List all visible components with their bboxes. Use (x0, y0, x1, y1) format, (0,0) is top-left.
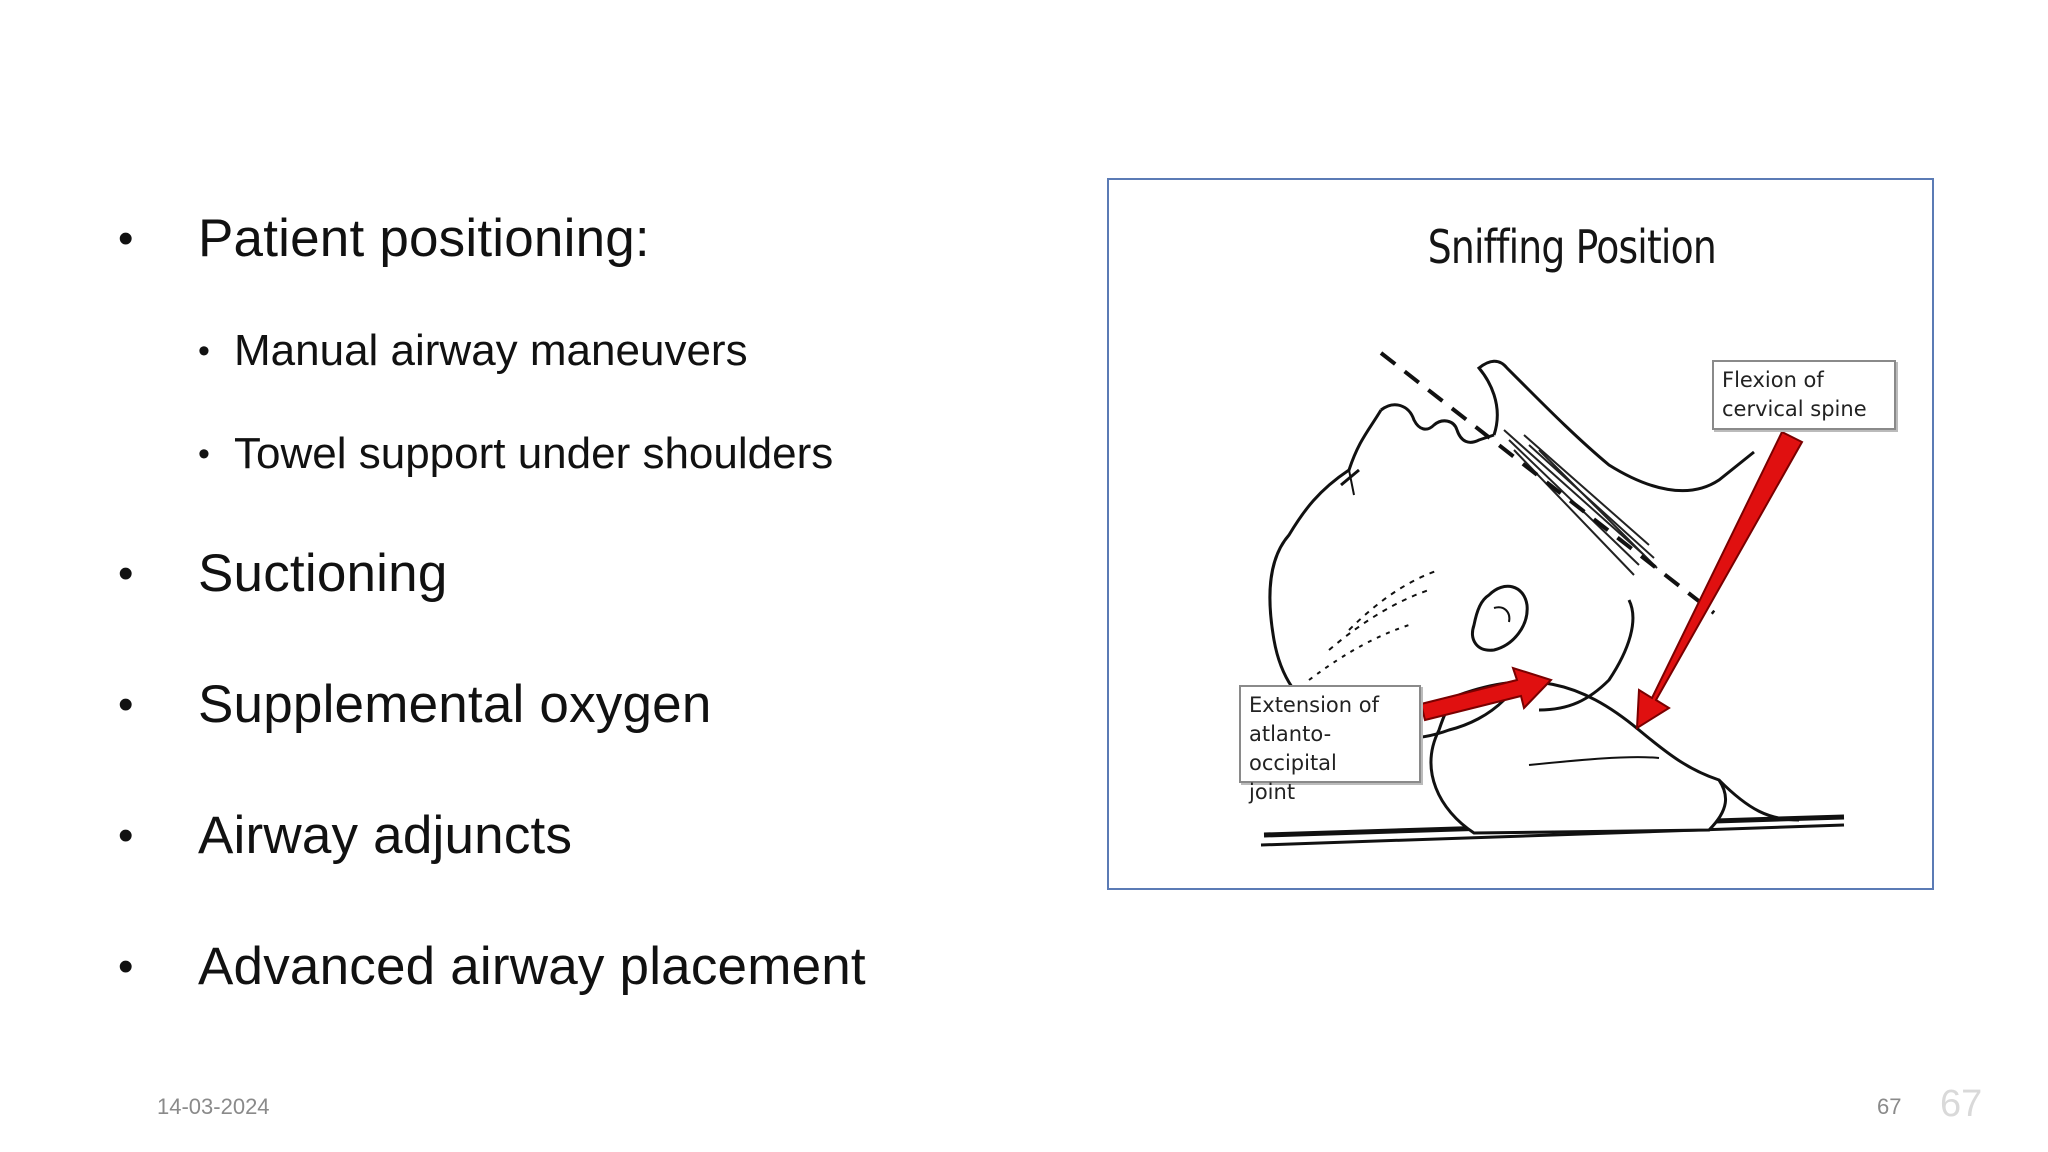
face-profile (1380, 403, 1495, 444)
bullet-item-airway-adjuncts: • Airway adjuncts (0, 805, 572, 866)
bullet-marker: • (118, 213, 134, 263)
bullet-marker: • (118, 810, 134, 860)
ear-inner (1493, 606, 1511, 623)
figure-title: Sniffing Position (1427, 220, 1717, 274)
extension-label-line-1: Extension of (1249, 693, 1380, 717)
hair-line-1 (1348, 569, 1440, 631)
pillow-fold (1528, 756, 1660, 766)
sniffing-position-figure: Sniffing Position (1107, 178, 1934, 890)
flexion-label: Flexion of cervical spine (1712, 360, 1896, 430)
extension-label-line-3: joint (1249, 780, 1296, 804)
bullet-list: • Patient positioning: • Manual airway m… (0, 208, 866, 997)
flexion-label-line-1: Flexion of (1722, 368, 1824, 392)
slide-number-watermark: 67 (1940, 1083, 1983, 1125)
extension-label-line-2: atlanto-occipital (1249, 722, 1337, 775)
extension-arrow (1419, 666, 1553, 722)
hair-line-2 (1328, 589, 1430, 651)
neck-back (1538, 599, 1635, 712)
bullet-item-supplemental-oxygen: • Supplemental oxygen (0, 674, 712, 735)
bullet-subitem-towel-support: • Towel support under shoulders (0, 429, 833, 479)
bullet-text: Suctioning (198, 544, 448, 603)
footer-date: 14-03-2024 (157, 1094, 270, 1119)
airway-hatch (1503, 429, 1658, 576)
eye-tick (1348, 469, 1355, 496)
flexion-label-line-2: cervical spine (1722, 397, 1867, 421)
bullet-text: Towel support under shoulders (234, 429, 834, 478)
bullet-text: Manual airway maneuvers (234, 326, 748, 375)
bullet-marker: • (118, 941, 134, 991)
bullet-text: Airway adjuncts (198, 806, 573, 865)
bullet-item-patient-positioning: • Patient positioning: (0, 208, 650, 269)
bullet-marker: • (118, 548, 134, 598)
bullet-text: Patient positioning: (198, 209, 650, 268)
sniffing-position-illustration (1260, 351, 1845, 847)
slide-number: 67 (1877, 1094, 1902, 1119)
hair-line-3 (1308, 624, 1410, 681)
bullet-item-advanced-airway: • Advanced airway placement (0, 936, 866, 997)
pillow-shape (1429, 680, 1728, 835)
bullet-text: Supplemental oxygen (198, 675, 712, 734)
flexion-arrow (1635, 430, 1804, 730)
shoulder-line (1717, 778, 1800, 822)
extension-label: Extension of atlanto-occipital joint (1239, 685, 1421, 804)
bullet-marker: • (198, 434, 210, 473)
bullet-item-suctioning: • Suctioning (0, 543, 448, 604)
airway-axis-line (1379, 351, 1716, 615)
bullet-text: Advanced airway placement (198, 937, 866, 996)
ear (1471, 584, 1529, 652)
head-outline (1268, 409, 1506, 741)
chin-neck (1476, 359, 1755, 493)
bed-line-bottom (1260, 823, 1845, 847)
bullet-subitem-manual-airway: • Manual airway maneuvers (0, 326, 748, 376)
bullet-marker: • (198, 331, 210, 370)
bullet-marker: • (118, 679, 134, 729)
